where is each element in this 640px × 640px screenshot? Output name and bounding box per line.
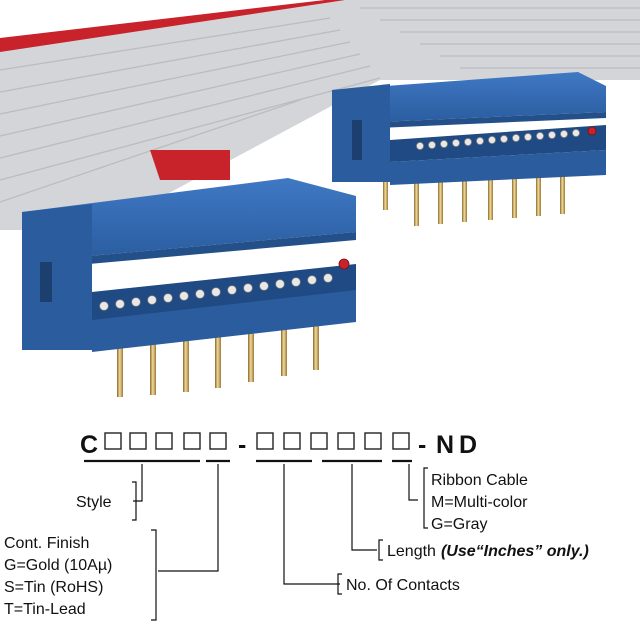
bracket-style [132, 481, 137, 521]
connector-back [332, 72, 606, 226]
bracket-length [378, 539, 383, 561]
red-stripe [0, 0, 345, 52]
label-tin: S=Tin (RoHS) [4, 579, 103, 596]
code-suffix: ND [436, 431, 482, 459]
label-tin-lead: T=Tin-Lead [4, 601, 86, 618]
part-number-diagram: C - - ND Ribbon Cable M=Multi-color G=Gr… [4, 431, 589, 621]
leader-contacts [283, 464, 340, 585]
label-gold: G=Gold (10Aµ) [4, 557, 112, 574]
label-ribbon-cable: Ribbon Cable [431, 472, 528, 489]
label-length-text: Length [387, 543, 436, 560]
code-slot [364, 432, 382, 450]
label-cont-finish: Cont. Finish [4, 535, 89, 552]
code-prefix: C [80, 431, 98, 459]
connector-front [22, 178, 356, 397]
code-separator: - [238, 431, 246, 459]
code-slot [337, 432, 355, 450]
code-slot [129, 432, 147, 450]
leader-finish [158, 464, 219, 572]
code-slot [104, 432, 122, 450]
label-length: Length (Use“Inches” only.) [387, 543, 589, 560]
bracket-finish [151, 529, 157, 621]
leader-length [351, 464, 377, 551]
label-length-note: (Use“Inches” only.) [441, 543, 589, 560]
leader-color [408, 464, 418, 501]
ribbon-cable-assembly-illustration [0, 0, 640, 397]
connector-front-pins [117, 320, 319, 397]
bracket-color [423, 467, 428, 529]
code-separator-2: - [418, 431, 426, 459]
label-multi-color: M=Multi-color [431, 494, 528, 511]
code-slot [209, 432, 227, 450]
bracket-contacts [337, 573, 342, 595]
ribbon-cable [0, 0, 640, 230]
label-style: Style [76, 494, 112, 511]
code-slot [392, 432, 410, 450]
code-slot [183, 432, 201, 450]
code-slot [155, 432, 173, 450]
label-gray: G=Gray [431, 516, 487, 533]
connector-back-pins [383, 176, 565, 226]
code-slot [256, 432, 274, 450]
code-slot [310, 432, 328, 450]
code-slot [283, 432, 301, 450]
label-contacts: No. Of Contacts [346, 577, 460, 594]
